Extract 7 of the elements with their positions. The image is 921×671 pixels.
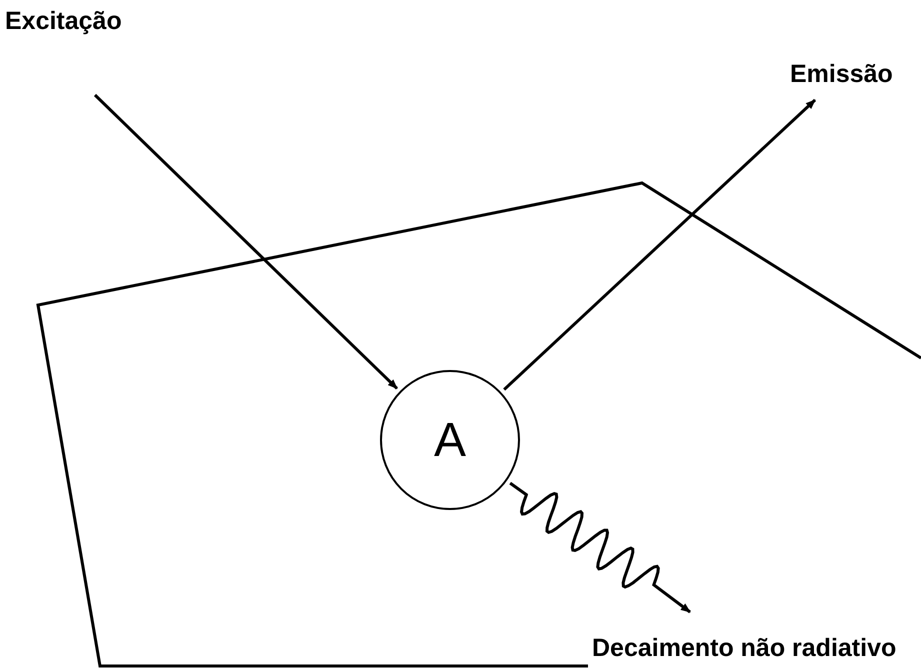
arrow bbox=[503, 98, 816, 391]
decay-label: Decaimento não radiativo bbox=[592, 632, 896, 664]
arrow bbox=[94, 94, 398, 390]
wavy-arrow bbox=[509, 482, 691, 614]
emission-label: Emissão bbox=[790, 58, 893, 90]
atom-letter: A bbox=[434, 412, 466, 468]
excitation-label: Excitação bbox=[5, 5, 122, 37]
